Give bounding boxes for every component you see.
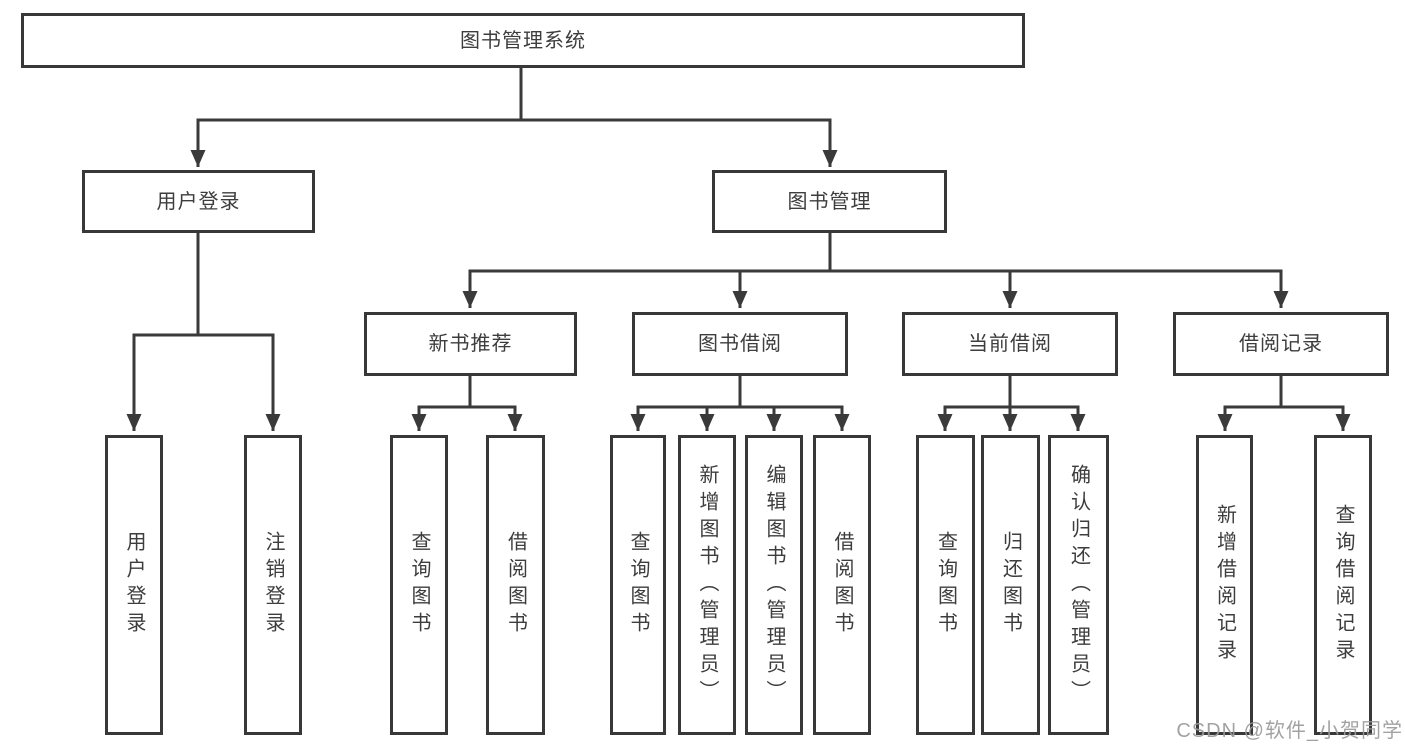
node-label: 图书借阅 bbox=[698, 333, 782, 355]
node-label: 查询图书 bbox=[408, 531, 430, 639]
leaf-query-books-1: 查询图书 bbox=[390, 435, 448, 735]
node-label: 编辑图书（管理员） bbox=[763, 463, 785, 707]
node-book-borrow: 图书借阅 bbox=[632, 312, 848, 376]
leaf-logout: 注销登录 bbox=[244, 435, 302, 735]
node-library-management-system: 图书管理系统 bbox=[21, 13, 1025, 68]
node-label: 归还图书 bbox=[999, 531, 1022, 639]
leaf-user-login: 用户登录 bbox=[105, 435, 163, 735]
leaf-edit-book-admin: 编辑图书（管理员） bbox=[745, 435, 803, 735]
node-current-borrow: 当前借阅 bbox=[902, 312, 1118, 376]
leaf-borrow-books-1: 借阅图书 bbox=[486, 435, 545, 735]
node-label: 借阅图书 bbox=[831, 531, 853, 639]
node-label: 借阅图书 bbox=[504, 531, 527, 639]
node-book-management: 图书管理 bbox=[712, 170, 947, 233]
leaf-add-borrow-record: 新增借阅记录 bbox=[1196, 435, 1253, 735]
watermark-csdn: CSDN @软件_小贺同学 bbox=[1176, 720, 1403, 742]
leaf-add-book-admin: 新增图书（管理员） bbox=[678, 435, 736, 735]
node-label: 确认归还（管理员） bbox=[1067, 463, 1090, 707]
node-label: 新书推荐 bbox=[428, 333, 513, 355]
leaf-query-borrow-record: 查询借阅记录 bbox=[1314, 435, 1372, 735]
node-label: 用户登录 bbox=[156, 190, 241, 213]
leaf-query-books-3: 查询图书 bbox=[916, 435, 975, 735]
leaf-return-book: 归还图书 bbox=[981, 435, 1040, 735]
node-borrow-records: 借阅记录 bbox=[1173, 312, 1389, 376]
leaf-query-books-2: 查询图书 bbox=[610, 435, 666, 735]
node-label: 查询图书 bbox=[934, 531, 957, 639]
node-label: 新增图书（管理员） bbox=[696, 463, 718, 707]
leaf-borrow-books-2: 借阅图书 bbox=[813, 435, 871, 735]
node-label: 查询借阅记录 bbox=[1332, 504, 1354, 666]
node-label: 新增借阅记录 bbox=[1213, 504, 1236, 666]
node-new-book-recommend: 新书推荐 bbox=[364, 312, 577, 376]
node-label: 用户登录 bbox=[123, 531, 145, 639]
node-user-login: 用户登录 bbox=[82, 170, 315, 233]
node-label: 图书管理系统 bbox=[460, 29, 586, 52]
node-label: 图书管理 bbox=[787, 190, 872, 213]
node-label: 借阅记录 bbox=[1239, 333, 1323, 355]
leaf-confirm-return-admin: 确认归还（管理员） bbox=[1048, 435, 1109, 735]
node-label: 查询图书 bbox=[627, 531, 649, 639]
node-label: 当前借阅 bbox=[968, 333, 1052, 355]
node-label: 注销登录 bbox=[262, 531, 284, 639]
